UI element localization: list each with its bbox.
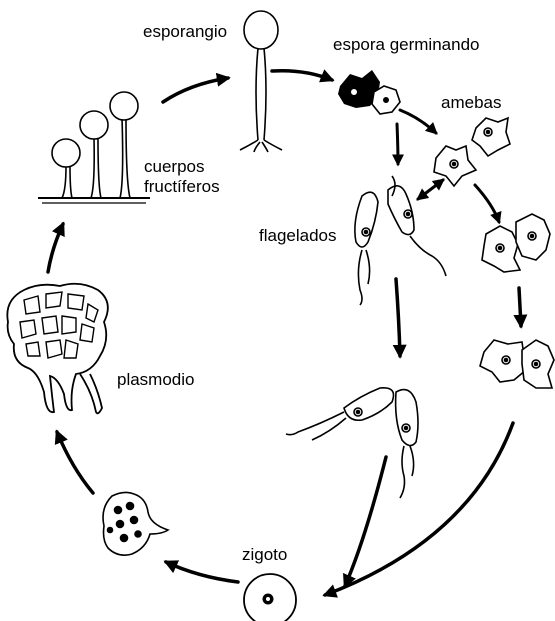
label-zygote: zigoto xyxy=(242,545,288,564)
zygote-illustration xyxy=(243,573,297,621)
arrow-sporangium-to-spore xyxy=(270,68,335,83)
label-sporangium: esporangio xyxy=(143,22,228,41)
arrow-fruiting-to-sporangium xyxy=(161,72,231,104)
cycle-arrows xyxy=(46,68,528,598)
germinating-spore-illustration xyxy=(338,70,401,115)
label-amoebae: amebas xyxy=(441,93,502,112)
young-plasmodium-illustration xyxy=(102,491,170,556)
arrow-amoeba-to-amoebae xyxy=(473,183,502,225)
arrow-spore-to-amoeba xyxy=(398,108,438,135)
label-germinating-spore: espora germinando xyxy=(333,35,480,54)
gametes-illustration xyxy=(285,386,419,499)
label-fruiting-bodies-line2: fructíferos xyxy=(144,177,220,196)
arrow-gametes-to-zygote xyxy=(343,455,388,589)
arrow-zygote-to-young-plasmodium xyxy=(163,560,240,584)
arrow-plasmodium-to-fruiting xyxy=(46,221,65,274)
arrow-flagellates-down xyxy=(392,277,407,359)
plasmodium-illustration xyxy=(6,282,109,415)
label-flagellates: flagelados xyxy=(259,226,337,245)
arrow-amoebae-to-zygote xyxy=(322,421,515,598)
amoebae-illustration xyxy=(433,116,555,389)
label-plasmodium: plasmodio xyxy=(117,370,195,389)
arrow-young-to-plasmodium xyxy=(54,429,95,495)
sporangium-illustration xyxy=(239,10,283,153)
flagellates-illustration xyxy=(354,175,447,306)
arrow-amoebae-down xyxy=(513,286,528,329)
arrow-amoeba-flagellate-double xyxy=(416,178,445,201)
fruiting-bodies-illustration xyxy=(38,91,150,204)
arrow-spore-to-flagellate xyxy=(391,122,404,167)
label-fruiting-bodies-line1: cuerpos xyxy=(144,157,205,176)
